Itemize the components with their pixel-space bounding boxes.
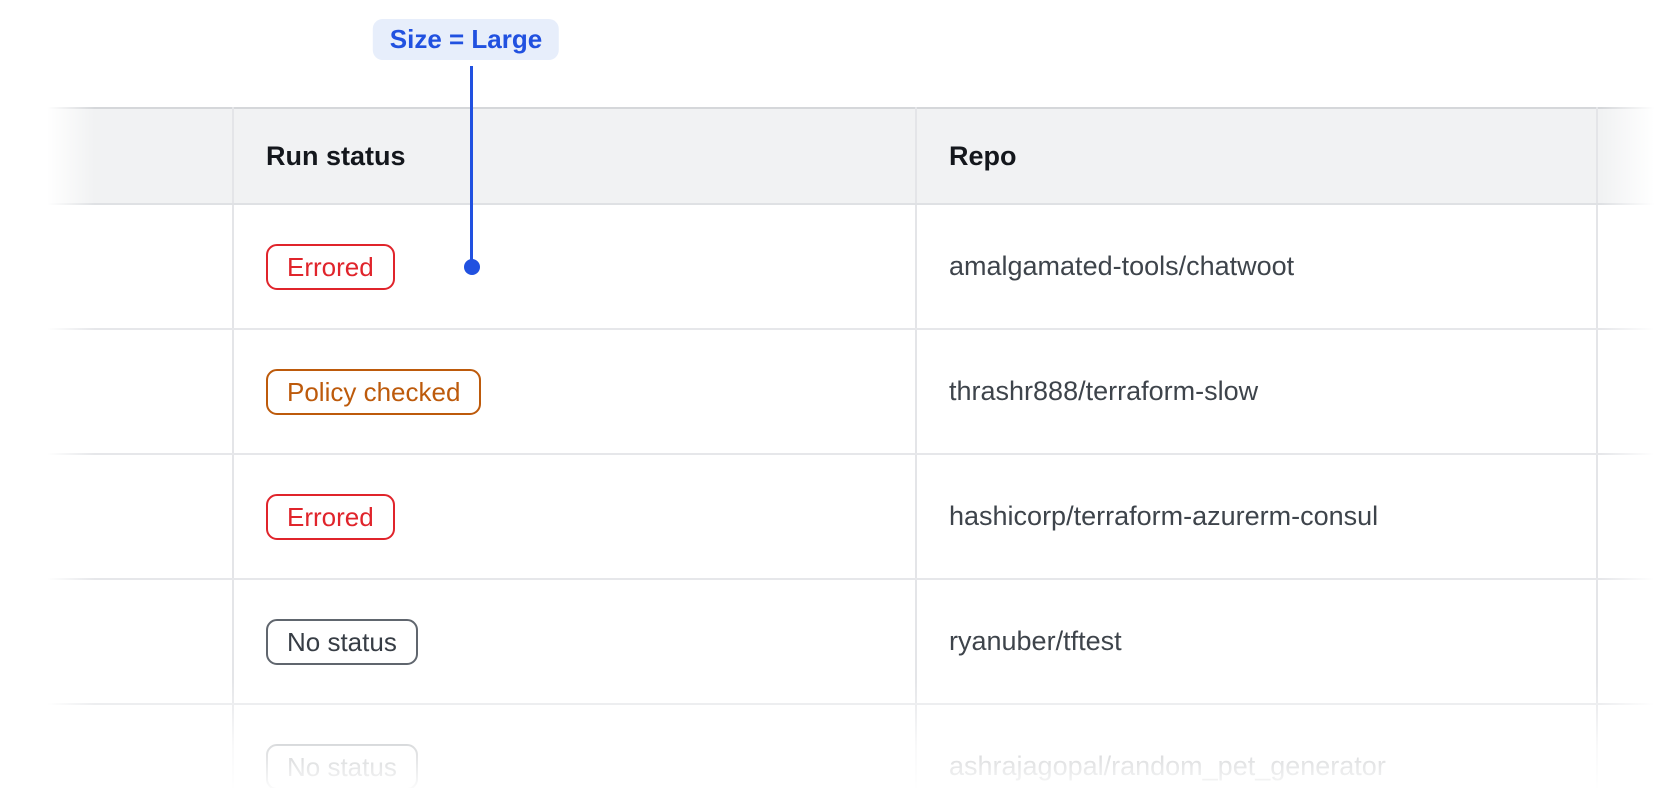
table-row[interactable]: Errored amalgamated-tools/chatwoot <box>43 204 1672 330</box>
table-header-row: Run status Repo <box>43 107 1672 205</box>
status-badge: Errored <box>266 493 395 540</box>
table-body: Errored amalgamated-tools/chatwoot Polic… <box>43 204 1672 788</box>
run-status-cell: No status <box>233 579 917 705</box>
runs-table-wrap: Run status Repo Errored amalgamated-tool… <box>43 107 1672 788</box>
row-trailing-cell <box>1597 204 1672 330</box>
row-leading-cell <box>43 204 234 330</box>
repo-cell: amalgamated-tools/chatwoot <box>916 204 1598 330</box>
row-trailing-cell <box>1597 329 1672 455</box>
run-status-cell: Errored <box>233 454 917 580</box>
run-status-cell: No status <box>233 704 917 788</box>
row-trailing-cell <box>1597 704 1672 788</box>
run-status-cell: Policy checked <box>233 329 917 455</box>
status-badge: Errored <box>266 243 395 290</box>
table-row[interactable]: Errored hashicorp/terraform-azurerm-cons… <box>43 454 1672 580</box>
table-row[interactable]: Policy checked thrashr888/terraform-slow <box>43 329 1672 455</box>
header-run-status: Run status <box>233 107 917 205</box>
status-badge: Policy checked <box>266 368 482 415</box>
repo-cell: ashrajagopal/random_pet_generator <box>916 704 1598 788</box>
table-row[interactable]: No status ashrajagopal/random_pet_genera… <box>43 704 1672 788</box>
status-badge: No status <box>266 618 418 665</box>
repo-cell: ryanuber/tftest <box>916 579 1598 705</box>
row-leading-cell <box>43 579 234 705</box>
row-leading-cell <box>43 704 234 788</box>
repo-cell: thrashr888/terraform-slow <box>916 329 1598 455</box>
row-trailing-cell <box>1597 579 1672 705</box>
row-trailing-cell <box>1597 454 1672 580</box>
row-leading-cell <box>43 329 234 455</box>
row-leading-cell <box>43 454 234 580</box>
header-trailing-cell <box>1597 107 1672 205</box>
header-repo: Repo <box>916 107 1598 205</box>
status-badge: No status <box>266 743 418 788</box>
annotation-leader-line <box>470 66 473 261</box>
table-row[interactable]: No status ryanuber/tftest <box>43 579 1672 705</box>
size-annotation-label: Size = Large <box>372 19 560 60</box>
repo-cell: hashicorp/terraform-azurerm-consul <box>916 454 1598 580</box>
header-leading-cell <box>43 107 234 205</box>
run-status-cell: Errored <box>233 204 917 330</box>
runs-table: Run status Repo Errored amalgamated-tool… <box>43 107 1672 788</box>
annotation-dot <box>464 259 480 275</box>
